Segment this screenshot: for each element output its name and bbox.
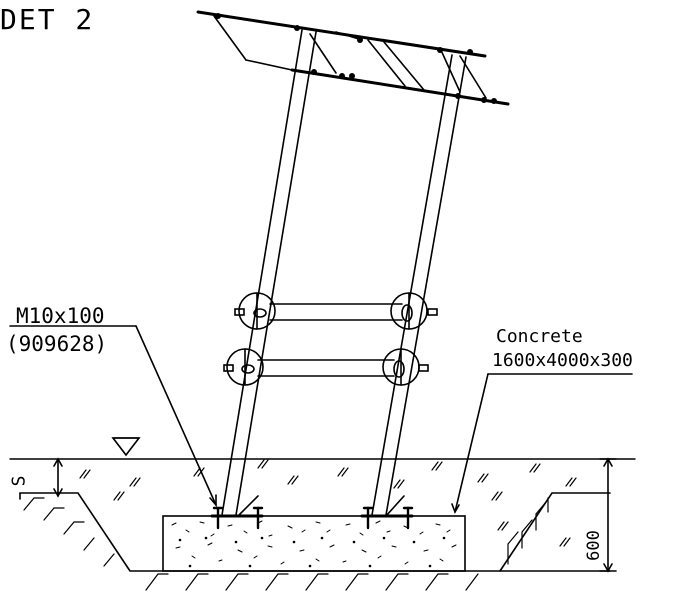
- soil-hatch: [23, 459, 577, 591]
- lower-clamp-pair: [223, 348, 429, 386]
- bolt-callout: M10x100: [16, 304, 105, 328]
- right-base-plate: [360, 495, 414, 530]
- upper-clamp-pair: [234, 292, 438, 330]
- part-number-callout: (909628): [6, 332, 108, 356]
- dimension-depth: [599, 457, 617, 573]
- panel-frame: [196, 10, 510, 106]
- right-post: [371, 54, 467, 516]
- left-post: [221, 29, 317, 516]
- left-base-plate: [210, 495, 264, 530]
- detail-title: DET 2: [0, 3, 95, 36]
- concrete-callout-title: Concrete: [496, 326, 583, 347]
- concrete-hatch: [171, 520, 457, 568]
- cover-dimension-label: S: [8, 475, 30, 487]
- leader-bolt: [9, 325, 217, 508]
- dimension-cover: [53, 457, 63, 498]
- depth-dimension-label: 600: [583, 530, 604, 561]
- concrete-foundation: [162, 515, 466, 572]
- concrete-callout-dimensions: 1600x4000x300: [492, 350, 633, 371]
- ground-surface: [9, 437, 636, 460]
- leader-concrete: [451, 373, 633, 514]
